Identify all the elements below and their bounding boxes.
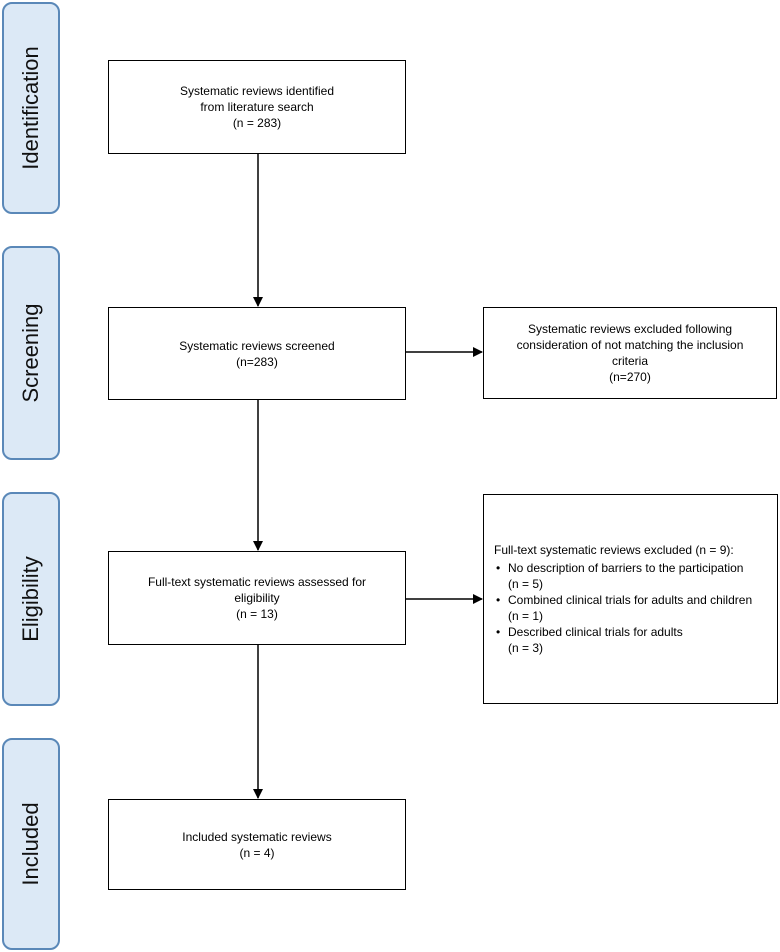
stage-included: Included	[2, 738, 60, 950]
excluded-reason-1-text: No description of barriers to the partic…	[508, 561, 744, 575]
box-excluded-screening-line-4: (n=270)	[609, 370, 651, 384]
box-included-line-2: (n = 4)	[239, 845, 275, 860]
box-excluded-screening-line-3: criteria	[611, 354, 648, 368]
box-assessed-line-1: Full-text systematic reviews assessed fo…	[147, 575, 367, 589]
stage-identification: Identification	[2, 2, 60, 214]
excluded-reason-1-count: (n = 5)	[508, 577, 544, 591]
box-assessed: Full-text systematic reviews assessed fo…	[108, 551, 406, 645]
box-screened-line-1: Systematic reviews screened	[179, 338, 335, 353]
box-excluded-fulltext-title: Full-text systematic reviews excluded (n…	[494, 543, 734, 557]
excluded-reason-2: Combined clinical trials for adults and …	[494, 592, 752, 624]
box-identified-line-3: (n = 283)	[232, 116, 282, 130]
stage-eligibility: Eligibility	[2, 492, 60, 706]
excluded-reason-2-count: (n = 1)	[508, 609, 544, 623]
excluded-reason-2-text: Combined clinical trials for adults and …	[508, 593, 753, 607]
box-excluded-screening-line-2: consideration of not matching the inclus…	[516, 338, 744, 352]
excluded-reason-1: No description of barriers to the partic…	[494, 560, 752, 592]
box-identified: Systematic reviews identified from liter…	[108, 60, 406, 154]
excluded-reason-3-count: (n = 3)	[508, 641, 544, 655]
box-excluded-fulltext: Full-text systematic reviews excluded (n…	[483, 494, 778, 704]
excluded-reason-3-text: Described clinical trials for adults	[508, 625, 683, 639]
excluded-reasons-list: No description of barriers to the partic…	[494, 560, 752, 656]
box-assessed-line-2: eligibility	[234, 591, 280, 605]
box-excluded-screening: Systematic reviews excluded following co…	[483, 307, 777, 399]
excluded-reason-3: Described clinical trials for adults (n …	[494, 624, 752, 656]
box-screened-line-2: (n=283)	[236, 354, 278, 369]
box-assessed-line-3: (n = 13)	[236, 607, 278, 621]
box-identified-line-1: Systematic reviews identified	[179, 84, 335, 98]
box-excluded-screening-line-1: Systematic reviews excluded following	[527, 322, 733, 336]
box-included: Included systematic reviews (n = 4)	[108, 799, 406, 890]
box-identified-line-2: from literature search	[200, 100, 314, 114]
box-included-line-1: Included systematic reviews	[182, 829, 332, 844]
stage-screening: Screening	[2, 246, 60, 460]
box-screened: Systematic reviews screened (n=283)	[108, 307, 406, 400]
